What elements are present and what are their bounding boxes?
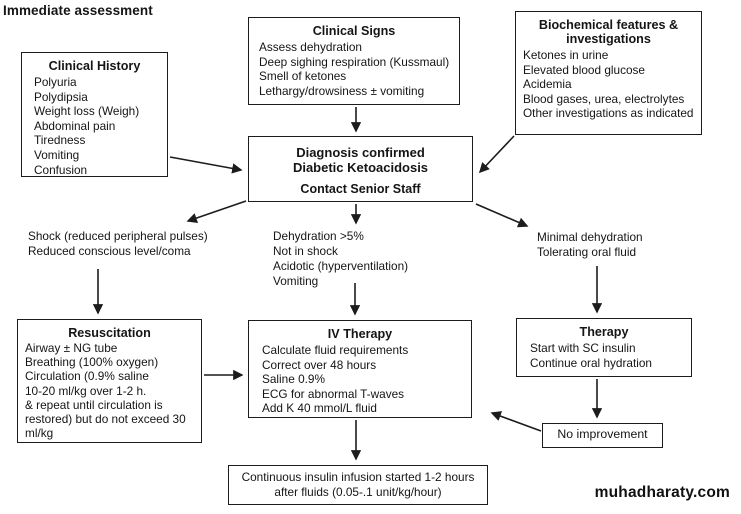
diagnosis-box: Diagnosis confirmed Diabetic Ketoacidosi… xyxy=(248,136,473,202)
watermark: muhadharaty.com xyxy=(594,484,730,501)
text-line: Continuous insulin infusion started 1-2 … xyxy=(241,470,475,484)
list-item: Elevated blood glucose xyxy=(523,62,645,77)
therapy-items: Start with SC insulin Continue oral hydr… xyxy=(517,339,691,370)
therapy-box: Therapy Start with SC insulin Continue o… xyxy=(516,318,692,377)
branch-minimal-label: Minimal dehydration Tolerating oral flui… xyxy=(537,230,643,260)
arrow-history-to-diagnosis xyxy=(169,156,243,174)
therapy-title: Therapy xyxy=(579,325,629,339)
clinical-history-box: Clinical History Polyuria Polydipsia Wei… xyxy=(21,52,168,177)
branch-shock-label: Shock (reduced peripheral pulses) Reduce… xyxy=(28,229,208,259)
text-line: Not in shock xyxy=(273,244,338,258)
clinical-signs-box: Clinical Signs Assess dehydration Deep s… xyxy=(248,17,460,105)
clinical-history-title: Clinical History xyxy=(48,59,141,73)
list-item: ml/kg xyxy=(25,426,54,441)
list-item: Deep sighing respiration (Kussmaul) xyxy=(259,54,450,69)
list-item: Abdominal pain xyxy=(34,118,116,133)
text-line: Vomiting xyxy=(273,274,319,288)
insulin-infusion-box: Continuous insulin infusion started 1-2 … xyxy=(228,465,488,505)
list-item: Weight loss (Weigh) xyxy=(34,104,140,119)
arrow-diagnosis-to-minimal xyxy=(475,203,529,228)
list-item: Start with SC insulin xyxy=(530,341,636,355)
text-line: Minimal dehydration xyxy=(537,230,643,244)
arrow-biochem-to-diagnosis xyxy=(478,135,515,174)
list-item: Confusion xyxy=(34,162,88,177)
text-line: Acidotic (hyperventilation) xyxy=(273,259,409,273)
list-item: 10-20 ml/kg over 1-2 h. xyxy=(25,383,147,398)
list-item: Continue oral hydration xyxy=(530,355,652,370)
list-item: Breathing (100% oxygen) xyxy=(25,355,159,370)
resuscitation-box: Resuscitation Airway ± NG tube Breathing… xyxy=(17,319,202,443)
list-item: Circulation (0.9% saline xyxy=(25,369,149,384)
biochemical-items: Ketones in urine Elevated blood glucose … xyxy=(516,46,701,121)
iv-therapy-items: Calculate fluid requirements Correct ove… xyxy=(249,341,471,416)
page-title: Immediate assessment xyxy=(3,3,153,18)
list-item: Lethargy/drowsiness ± vomiting xyxy=(259,83,425,98)
list-item: Assess dehydration xyxy=(259,40,362,54)
text-line: Reduced conscious level/coma xyxy=(28,244,191,258)
biochemical-box: Biochemical features & investigations Ke… xyxy=(515,11,702,135)
text-line: Tolerating oral fluid xyxy=(537,245,637,259)
iv-therapy-box: IV Therapy Calculate fluid requirements … xyxy=(248,320,472,418)
list-item: Tiredness xyxy=(34,133,86,148)
clinical-signs-items: Assess dehydration Deep sighing respirat… xyxy=(249,38,459,98)
list-item: Airway ± NG tube xyxy=(25,341,118,355)
resuscitation-title: Resuscitation xyxy=(68,326,151,340)
list-item: ECG for abnormal T-waves xyxy=(262,386,405,401)
list-item: Ketones in urine xyxy=(523,48,609,62)
arrow-diagnosis-to-shock xyxy=(186,200,247,224)
text-line: Dehydration >5% xyxy=(273,229,364,243)
list-item: Add K 40 mmol/L fluid xyxy=(262,401,377,416)
list-item: Other investigations as indicated xyxy=(523,106,694,121)
list-item: Vomiting xyxy=(34,147,80,162)
list-item: Acidemia xyxy=(523,77,572,92)
clinical-history-items: Polyuria Polydipsia Weight loss (Weigh) … xyxy=(22,73,167,177)
no-improvement-box: No improvement xyxy=(542,423,663,448)
list-item: restored) but do not exceed 30 xyxy=(25,412,186,427)
list-item: Polydipsia xyxy=(34,89,88,104)
list-item: & repeat until circulation is xyxy=(25,397,163,412)
text-line: Shock (reduced peripheral pulses) xyxy=(28,229,208,243)
diagnosis-line: Diabetic Ketoacidosis xyxy=(292,160,429,175)
resuscitation-items: Airway ± NG tube Breathing (100% oxygen)… xyxy=(18,340,201,440)
branch-dehydration-label: Dehydration >5% Not in shock Acidotic (h… xyxy=(273,229,408,289)
list-item: Blood gases, urea, electrolytes xyxy=(523,91,685,106)
list-item: Saline 0.9% xyxy=(262,372,325,387)
arrow-noimprovement-to-iv xyxy=(490,411,542,432)
list-item: Calculate fluid requirements xyxy=(262,343,409,357)
text-line: after fluids (0.05-.1 unit/kg/hour) xyxy=(274,485,442,499)
list-item: Correct over 48 hours xyxy=(262,357,377,372)
list-item: Smell of ketones xyxy=(259,69,347,84)
clinical-signs-title: Clinical Signs xyxy=(312,24,396,38)
list-item: Polyuria xyxy=(34,75,77,89)
diagnosis-subline: Contact Senior Staff xyxy=(300,182,421,196)
diagnosis-line: Diagnosis confirmed xyxy=(296,145,425,160)
iv-therapy-title: IV Therapy xyxy=(327,327,393,341)
biochemical-title: Biochemical features & investigations xyxy=(538,18,679,46)
